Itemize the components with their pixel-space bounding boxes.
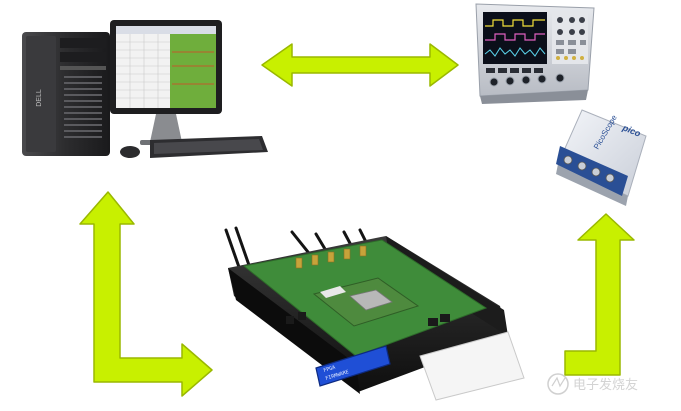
smart-card-icon (419, 331, 525, 401)
desktop-computer-icon: DELL (22, 20, 268, 158)
pcb-test-board-icon: FPGA FIRMWARE (224, 226, 525, 401)
watermark-text: 电子发烧友 (573, 377, 638, 393)
pc-brand-label: DELL (36, 89, 43, 107)
sma-connectors (295, 245, 367, 269)
pc-tower: DELL (22, 32, 110, 156)
lcd-display (315, 345, 391, 387)
watermark: 电子发烧友 (547, 373, 638, 395)
mouse (120, 146, 140, 158)
monitor-green-data-panel (170, 34, 216, 108)
keyboard (150, 136, 268, 158)
oscilloscope-buttons (486, 68, 543, 73)
oscilloscope-waveform-pink (485, 33, 545, 41)
arrow-pc-to-board (79, 191, 213, 397)
lcd-line-1: FPGA (323, 365, 336, 374)
bidirectional-arrow-pc-oscilloscope (261, 43, 459, 87)
oscilloscope-waveform-yellow (485, 19, 545, 27)
picoscope-bnc-connectors (563, 155, 615, 183)
usb-oscilloscope-icon: pico PicoScope (556, 109, 647, 206)
oscilloscope-bnc-inputs (489, 73, 565, 87)
oscilloscope-icon (475, 3, 595, 104)
arrow-board-to-picoscope (564, 213, 635, 376)
monitor-spreadsheet (116, 34, 170, 108)
pc-monitor (110, 20, 222, 145)
fpga-chip (349, 289, 393, 311)
oscilloscope-waveform-cyan (484, 47, 546, 57)
arrows (79, 43, 635, 397)
